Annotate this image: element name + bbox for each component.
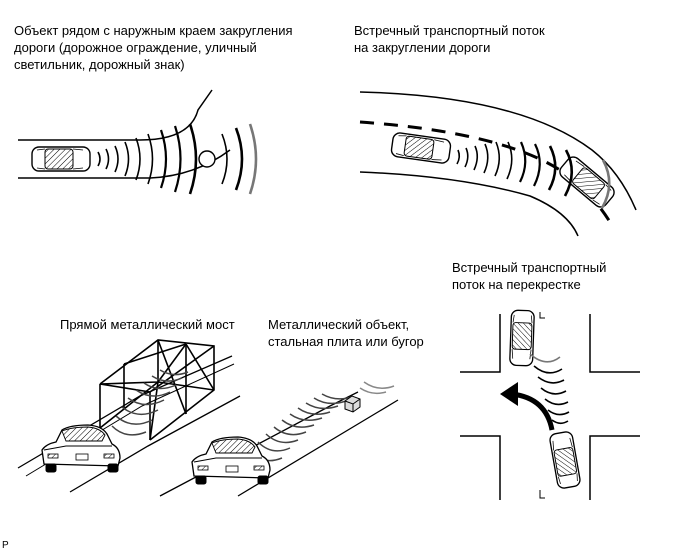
caption-outer-edge: Объект рядом с наружным краем закруглени… xyxy=(14,22,293,73)
caption-line: Встречный транспортный xyxy=(452,260,607,275)
scene-oncoming-curve xyxy=(359,91,637,237)
scene-bridge xyxy=(17,339,241,493)
caption-line: Металлический объект, xyxy=(268,317,410,332)
caption-line: дороги (дорожное ограждение, уличный xyxy=(14,40,257,55)
car-icon xyxy=(389,131,453,165)
metal-box-icon xyxy=(344,395,361,413)
intersection-curbs xyxy=(460,314,640,500)
caption-oncoming-intersection: Встречный транспортный поток на перекрес… xyxy=(452,259,606,293)
streetlight-pole-icon xyxy=(198,150,216,168)
radar-wave-icon xyxy=(249,381,395,462)
caption-line: на закруглении дороги xyxy=(354,40,491,55)
scene-outer-edge xyxy=(18,89,258,195)
radar-wave-icon xyxy=(529,353,570,425)
oncoming-car-icon xyxy=(508,309,536,367)
car-icon xyxy=(548,430,582,490)
bridge-truss-icon xyxy=(99,339,215,441)
caption-line: светильник, дорожный знак) xyxy=(14,57,185,72)
arrow-head-icon xyxy=(500,382,518,406)
radar-wave-icon xyxy=(97,123,258,195)
caption-oncoming-curve: Встречный транспортный поток на закругле… xyxy=(354,22,545,56)
caption-line: Встречный транспортный поток xyxy=(354,23,545,38)
caption-line: поток на перекрестке xyxy=(452,277,581,292)
caption-line: Объект рядом с наружным краем закруглени… xyxy=(14,23,293,38)
car-icon xyxy=(41,424,121,473)
caption-line: Прямой металлический мост xyxy=(60,317,235,332)
radar-wave-icon xyxy=(111,369,189,436)
car-icon xyxy=(31,146,91,172)
scene-metal-object xyxy=(159,381,399,497)
caption-bridge: Прямой металлический мост xyxy=(60,316,235,333)
scene-intersection xyxy=(460,309,640,500)
caption-metal-object: Металлический объект, стальная плита или… xyxy=(268,316,424,350)
radar-wave-icon xyxy=(456,141,611,209)
caption-line: стальная плита или бугор xyxy=(268,334,424,349)
corner-label: P xyxy=(2,540,9,551)
